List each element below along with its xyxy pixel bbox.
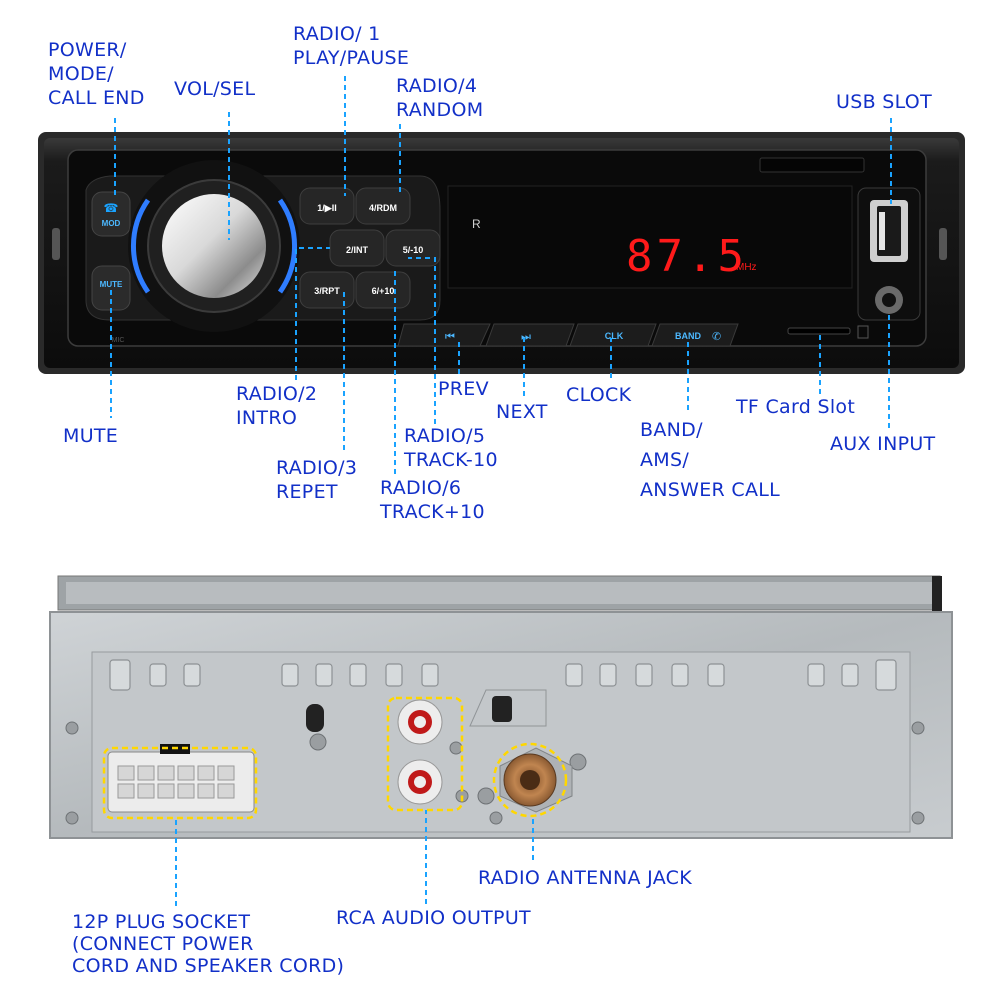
next-icon: ⏭: [521, 330, 531, 343]
button-6-label: 6/+10: [372, 286, 395, 296]
label-clock: CLOCK: [566, 384, 632, 406]
label-power-mode-call-end: POWER/MODE/CALL END: [48, 39, 145, 109]
leader-lines: [110, 76, 892, 906]
label-next: NEXT: [496, 401, 548, 423]
band-button[interactable]: [651, 323, 739, 347]
sd-icon: [857, 325, 869, 339]
phone-end-icon: ☎: [104, 201, 119, 215]
prev-icon: ⏮: [445, 330, 455, 343]
button-4-label: 4/RDM: [369, 203, 397, 213]
label-radio-antenna-jack: RADIO ANTENNA JACK: [478, 867, 693, 889]
rear-chassis: [49, 575, 953, 839]
knob-glow-right: [277, 198, 298, 294]
next-button[interactable]: [485, 323, 575, 347]
prev-button[interactable]: [397, 323, 491, 347]
socket-highlight: [102, 746, 258, 820]
button-3[interactable]: [299, 271, 355, 309]
antenna-highlight: [492, 742, 568, 818]
button-2-label: 2/INT: [346, 245, 369, 255]
top-slot: [759, 157, 865, 173]
mount-slot: [306, 704, 324, 732]
left-clip: [52, 228, 60, 260]
mod-button-label: MOD: [102, 219, 121, 228]
label-usb-slot: USB SLOT: [836, 91, 932, 113]
display-window: [447, 185, 853, 289]
right-clip: [939, 228, 947, 260]
screws: [65, 721, 925, 825]
label-aux-input: AUX INPUT: [830, 433, 936, 455]
brand-logo: R: [472, 217, 481, 231]
label-mute: MUTE: [63, 425, 119, 447]
label-tf-card-slot: TF Card Slot: [736, 396, 856, 418]
vent-tabs: [109, 659, 897, 691]
button-6[interactable]: [355, 271, 411, 309]
clk-button[interactable]: [569, 323, 657, 347]
mic-label: MIC: [112, 337, 125, 344]
button-1-label: 1/▶II: [317, 203, 336, 213]
frequency-unit: MHz: [736, 262, 757, 273]
clk-button-label: CLK: [605, 331, 624, 341]
button-3-label: 3/RPT: [314, 286, 340, 296]
volume-knob[interactable]: [162, 194, 266, 298]
label-prev: PREV: [438, 378, 489, 400]
knob-glow-left: [130, 198, 151, 294]
tf-card-slot[interactable]: [787, 327, 851, 335]
mute-button-label: MUTE: [100, 280, 123, 289]
button-4[interactable]: [355, 187, 411, 225]
phone-answer-icon: ✆: [712, 330, 721, 343]
button-5-label: 5/-10: [403, 245, 424, 255]
label-rca-audio-output: RCA AUDIO OUTPUT: [336, 907, 531, 929]
frequency-readout: 87.5: [626, 231, 748, 282]
label-band-ams-answer-call: BAND/AMS/ANSWER CALL: [640, 419, 781, 501]
band-button-label: BAND: [675, 331, 701, 341]
front-panel: ☎ MOD MUTE MIC 1/▶II 4/RDM 2/INT 5/-10 3…: [38, 132, 965, 374]
mod-button[interactable]: [91, 191, 131, 237]
button-1[interactable]: [299, 187, 355, 225]
label-vol-sel: VOL/SEL: [174, 78, 256, 100]
12p-plug-socket[interactable]: [107, 751, 255, 813]
